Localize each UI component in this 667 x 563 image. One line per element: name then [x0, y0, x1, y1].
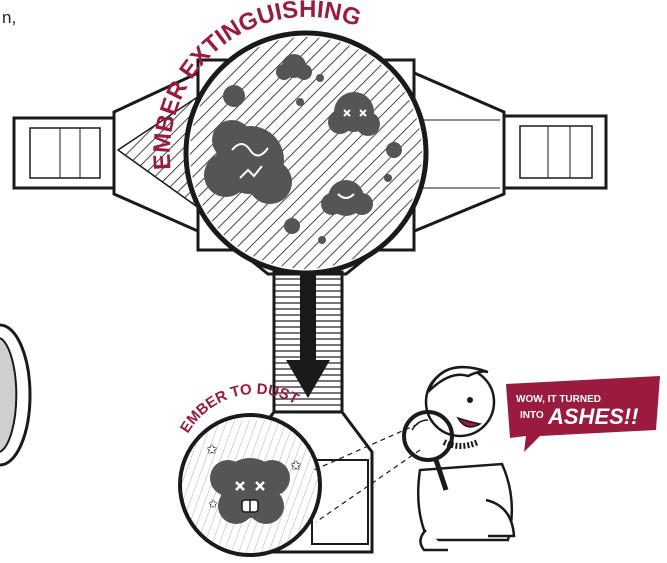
partial-disc-left-edge	[0, 325, 30, 465]
left-inlet-pipe	[14, 118, 114, 188]
ember-particle	[296, 98, 304, 106]
speech-bubble: WOW, IT TURNED INTO ASHES!!	[506, 376, 660, 452]
bubble-line-2: INTO	[520, 410, 544, 421]
ember-particle	[223, 85, 245, 107]
ember-particle	[318, 236, 326, 244]
dizzy-star-icon: ✩	[290, 457, 302, 473]
bubble-emphasis: ASHES!!	[547, 404, 638, 429]
right-outlet-pipe	[504, 116, 606, 188]
ember-particle	[384, 174, 392, 182]
ember-particle	[386, 142, 402, 158]
dizzy-star-icon: ✩	[206, 441, 218, 457]
ember-particle	[316, 74, 324, 82]
dazed-ember-character	[210, 458, 290, 524]
dizzy-star-icon: ✩	[208, 497, 218, 511]
ember-particle	[284, 218, 300, 234]
